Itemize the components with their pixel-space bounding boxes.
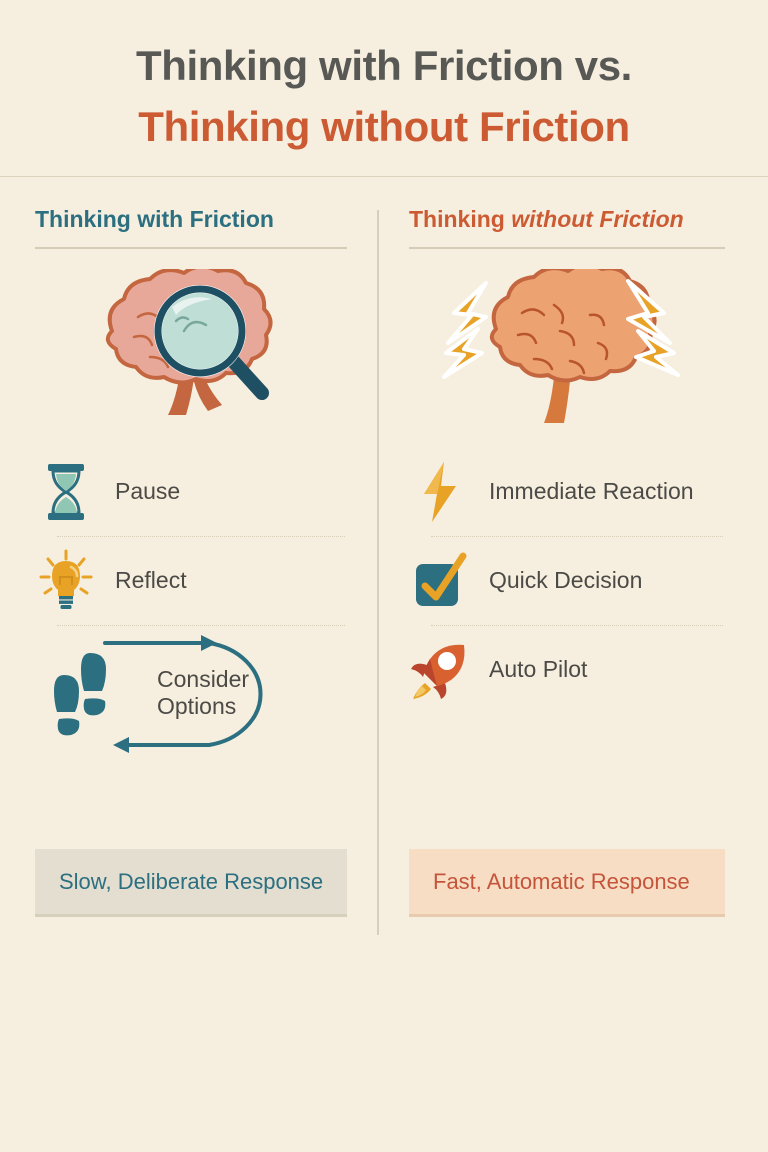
- right-column-header: Thinking without Friction: [409, 206, 725, 247]
- right-item-label-auto-pilot: Auto Pilot: [489, 656, 588, 683]
- left-column-header: Thinking with Friction: [35, 206, 347, 247]
- consider-options-group: Consider Options: [31, 635, 263, 753]
- brain-with-lightning-icon: [442, 269, 680, 423]
- left-row-separator-2: [57, 625, 345, 626]
- checkbox-check-icon: [409, 552, 471, 610]
- column-thinking-without-friction: Thinking without Friction: [384, 206, 768, 753]
- left-item-reflect: Reflect: [35, 544, 347, 618]
- left-summary-wrap: Slow, Deliberate Response: [0, 849, 384, 917]
- brain-with-magnifier-icon: [105, 269, 273, 415]
- summary-label-fast: Fast, Automatic Response: [433, 868, 690, 894]
- right-item-label-immediate-reaction: Immediate Reaction: [489, 478, 694, 505]
- left-row-separator-1: [57, 536, 345, 537]
- lightning-bolt-icon: [409, 460, 471, 524]
- left-item-consider-options: Consider Options: [35, 633, 347, 753]
- right-header-underline: [409, 247, 725, 249]
- right-summary-wrap: Fast, Automatic Response: [384, 849, 768, 917]
- title-divider: [0, 176, 768, 177]
- column-thinking-with-friction: Thinking with Friction: [0, 206, 384, 753]
- right-item-quick-decision: Quick Decision: [409, 544, 725, 618]
- hourglass-icon: [35, 462, 97, 522]
- left-column-header-text: Thinking with Friction: [35, 206, 274, 232]
- left-item-label-consider-options: Consider Options: [157, 666, 249, 720]
- right-row-separator-1: [431, 536, 723, 537]
- page-title-line-1: Thinking with Friction vs.: [136, 42, 632, 89]
- right-hero-illustration: [409, 269, 725, 429]
- rocket-icon: [409, 639, 471, 701]
- left-item-label-pause: Pause: [115, 478, 181, 505]
- summary-bar-slow: Slow, Deliberate Response: [35, 849, 347, 917]
- lightbulb-icon: [35, 549, 97, 613]
- column-divider: [377, 210, 379, 935]
- right-column-header-italic: without Friction: [511, 206, 684, 232]
- right-item-label-quick-decision: Quick Decision: [489, 567, 643, 594]
- page-title-line-2: Thinking without Friction: [138, 102, 630, 150]
- consider-options-line-2: Options: [157, 693, 237, 719]
- left-item-label-reflect: Reflect: [115, 567, 187, 594]
- summary-bar-fast: Fast, Automatic Response: [409, 849, 725, 917]
- left-item-pause: Pause: [35, 455, 347, 529]
- summary-label-slow: Slow, Deliberate Response: [59, 868, 324, 894]
- right-item-auto-pilot: Auto Pilot: [409, 633, 725, 707]
- right-column-header-prefix: Thinking: [409, 206, 512, 232]
- right-row-separator-2: [431, 625, 723, 626]
- title-block: Thinking with Friction vs. Thinking with…: [0, 0, 768, 158]
- comparison-columns: Thinking with Friction: [0, 206, 768, 753]
- left-header-underline: [35, 247, 347, 249]
- footprints-icon: [31, 647, 139, 739]
- consider-options-line-1: Consider: [157, 665, 250, 692]
- summary-row: Slow, Deliberate Response Fast, Automati…: [0, 849, 768, 917]
- left-hero-illustration: [35, 269, 347, 429]
- right-item-immediate-reaction: Immediate Reaction: [409, 455, 725, 529]
